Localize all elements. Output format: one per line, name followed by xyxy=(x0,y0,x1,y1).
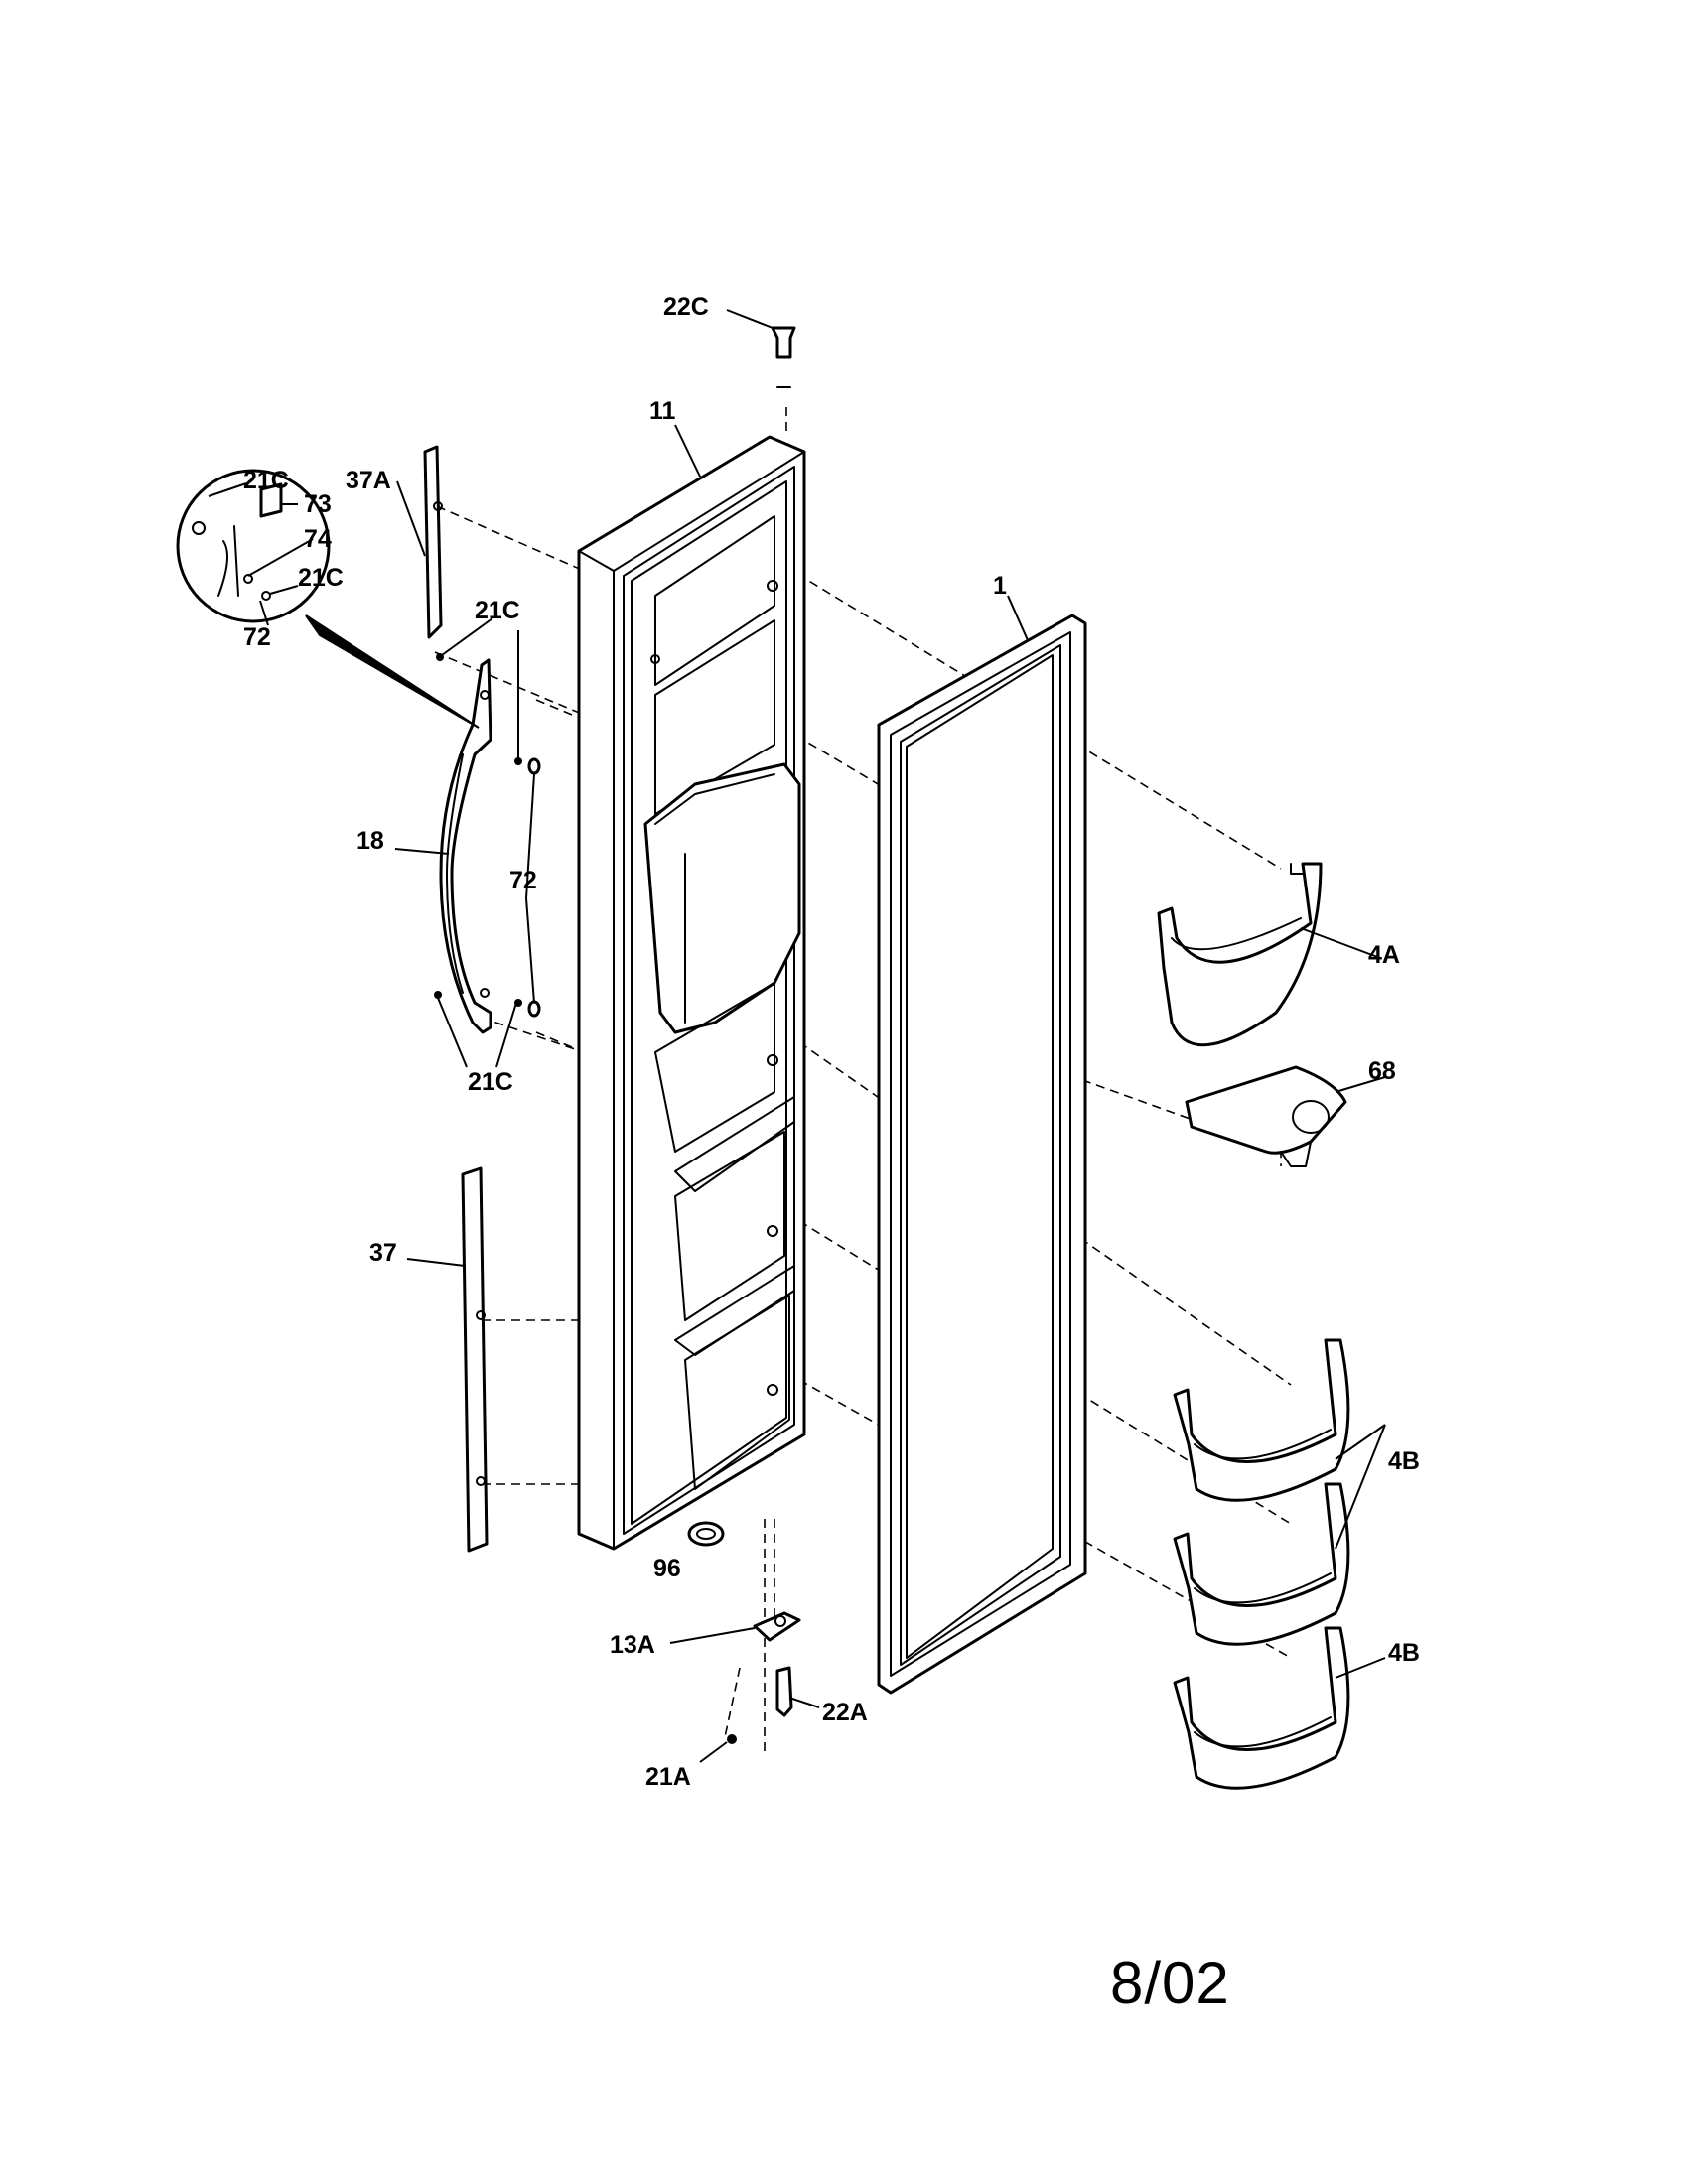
door-bin-4B-upper xyxy=(1173,1338,1350,1502)
top-hinge-pin-22C xyxy=(771,326,796,388)
door-handle-18 xyxy=(439,658,492,1034)
callout-68: 68 xyxy=(1368,1057,1396,1085)
ice-chute-insert-68 xyxy=(1185,1065,1347,1167)
callout-96: 96 xyxy=(653,1555,681,1582)
callout-4A: 4A xyxy=(1368,941,1400,969)
hinge-screw-21A xyxy=(727,1734,737,1744)
callout-37A: 37A xyxy=(346,467,391,494)
callout-21C-inset-a: 21C xyxy=(243,467,289,494)
door-bin-4B-lower xyxy=(1173,1626,1350,1790)
bottom-hinge-pin-22A xyxy=(775,1666,793,1717)
assembly-guide-lines xyxy=(434,407,1292,1757)
callout-leaders xyxy=(394,309,1386,1763)
callout-21C-upper: 21C xyxy=(475,597,520,624)
callout-4B-b: 4B xyxy=(1388,1639,1420,1667)
callout-13A: 13A xyxy=(610,1631,655,1659)
callout-21C-inset-b: 21C xyxy=(298,564,344,592)
callout-18: 18 xyxy=(356,827,384,855)
inset-pointer xyxy=(305,614,480,729)
callout-21A: 21A xyxy=(645,1763,691,1791)
callout-22A: 22A xyxy=(822,1699,868,1726)
top-handle-trim-37A xyxy=(423,445,443,639)
callout-72-inset: 72 xyxy=(243,623,271,651)
callout-1: 1 xyxy=(993,572,1007,600)
callout-73: 73 xyxy=(304,490,332,518)
door-gasket-1 xyxy=(877,614,1087,1695)
door-bin-4A xyxy=(1157,862,1323,1047)
handle-detail-inset xyxy=(176,469,331,626)
callout-74: 74 xyxy=(304,525,332,553)
revision-date: 8/02 xyxy=(1110,1950,1230,2016)
freezer-door-11 xyxy=(577,435,806,1551)
callout-72: 72 xyxy=(509,867,537,894)
callout-22C-top: 22C xyxy=(663,293,709,321)
callout-21C-lower: 21C xyxy=(468,1068,513,1096)
callout-37: 37 xyxy=(369,1239,397,1267)
callout-11: 11 xyxy=(649,397,676,425)
plug-button-96 xyxy=(687,1521,725,1547)
callout-4B-a: 4B xyxy=(1388,1447,1420,1475)
handle-trim-37 xyxy=(461,1166,489,1553)
door-bin-4B-middle xyxy=(1173,1482,1350,1646)
bottom-hinge-13A xyxy=(753,1611,801,1642)
